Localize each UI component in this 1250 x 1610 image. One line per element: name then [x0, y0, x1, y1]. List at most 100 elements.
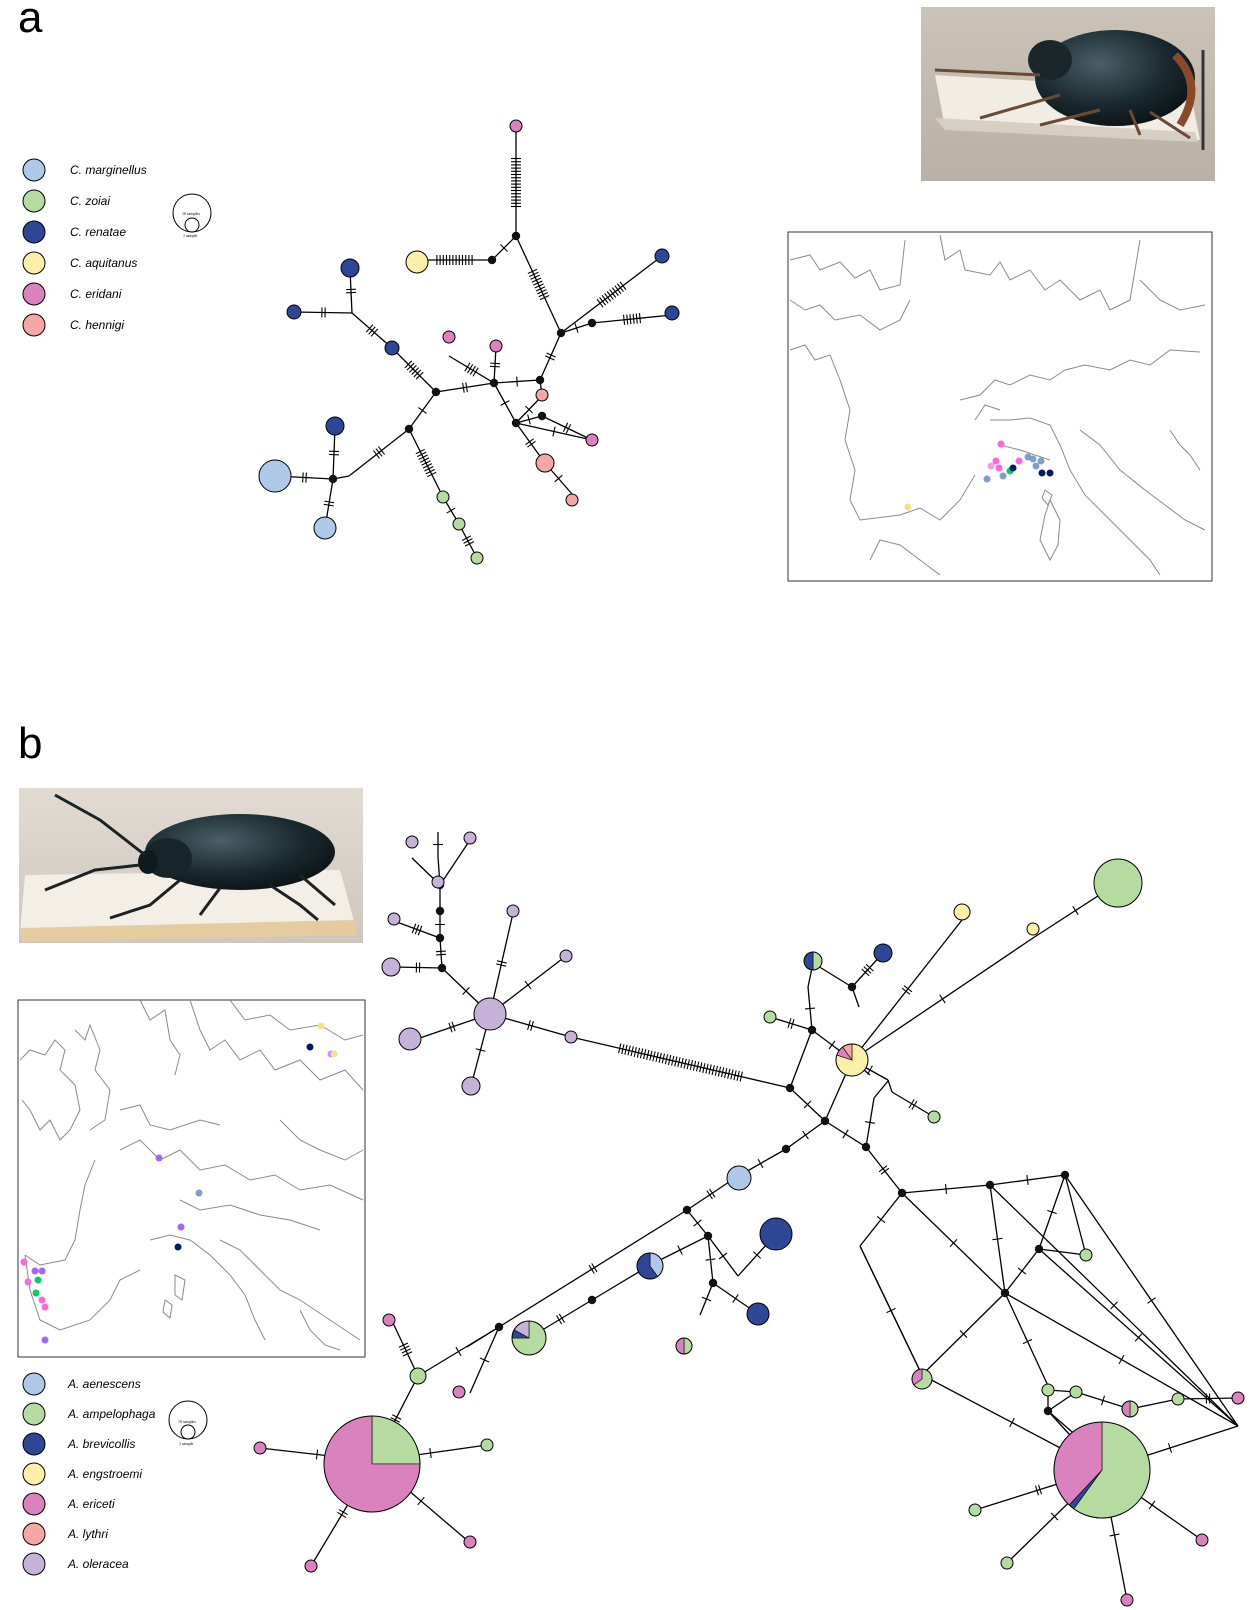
haplotype-node: [436, 490, 450, 504]
network-b-edge: [498, 1209, 688, 1328]
mutation-tick: [406, 362, 415, 371]
haplotype-node: [304, 1559, 318, 1573]
mutation-tick: [472, 367, 479, 377]
mutation-tick: [461, 535, 472, 541]
haplotype-node: [654, 248, 670, 264]
haplotype-node: [258, 459, 292, 493]
mutation-tick: [624, 1044, 628, 1055]
network-b-edge: [1177, 1397, 1239, 1400]
mutation-tick: [436, 953, 447, 956]
haplotype-outline: [1053, 1421, 1151, 1519]
network-b-edge: [887, 1079, 893, 1093]
haplotype-node: [431, 875, 445, 889]
haplotype-node: [489, 339, 503, 353]
mutation-tick: [635, 313, 638, 324]
mutation-tick: [632, 313, 635, 324]
mutation-tick: [677, 1245, 683, 1255]
mutation-tick: [658, 1052, 662, 1063]
mutation-tick: [1147, 1297, 1156, 1304]
mutation-tick: [683, 1058, 687, 1069]
network-a-edge: [591, 314, 673, 324]
mutation-tick: [500, 400, 510, 406]
mutation-tick: [730, 1069, 734, 1080]
haplotype-network-b: [253, 831, 1245, 1607]
median-vector-node: [487, 255, 497, 265]
mutation-tick: [390, 1417, 400, 1423]
mutation-tick: [527, 440, 536, 448]
network-a-edge: [515, 235, 562, 334]
legend-b: A. aenescens A. ampelophaga A. brevicoll…: [22, 1372, 156, 1576]
haplotype-node: [664, 305, 680, 321]
haplotype-node: [1041, 1383, 1055, 1397]
mutation-tick: [475, 1048, 486, 1052]
panel-label-b: b: [18, 719, 42, 768]
mutation-tick: [415, 371, 424, 380]
mutation-tick: [1047, 1209, 1057, 1215]
mutation-tick: [828, 1040, 836, 1050]
haplotype-node: [325, 416, 345, 436]
haplotype-node: [1093, 858, 1143, 908]
median-vector-node: [537, 411, 547, 421]
network-a-edge: [332, 426, 336, 480]
mutation-tick: [562, 422, 569, 433]
mutation-tick: [365, 324, 374, 333]
haplotype-node: [636, 1252, 664, 1280]
mutation-tick: [411, 367, 420, 376]
network-b-edge: [570, 1036, 791, 1089]
median-vector-node: [807, 1025, 817, 1035]
haplotype-node: [759, 1217, 793, 1251]
median-vector-node: [1060, 1170, 1070, 1180]
mutation-tick: [435, 950, 446, 953]
svg-text:A. engstroemi: A. engstroemi: [67, 1467, 142, 1481]
median-vector-node: [511, 418, 521, 428]
haplotype-node: [340, 258, 360, 278]
mutation-tick: [757, 1158, 764, 1169]
haplotype-node: [473, 997, 507, 1031]
network-b-edge: [769, 1016, 813, 1031]
mutation-tick: [733, 1070, 737, 1081]
mutation-tick: [616, 283, 624, 293]
mutation-tick: [1109, 1533, 1120, 1537]
haplotype-outline: [675, 1337, 693, 1355]
mutation-tick: [418, 407, 427, 414]
mutation-tick: [739, 1071, 743, 1082]
mutation-tick: [419, 457, 430, 463]
mutation-tick: [876, 1215, 886, 1224]
pie-slice: [1121, 1400, 1131, 1418]
median-vector-node: [435, 933, 445, 943]
mutation-tick: [1148, 1500, 1156, 1510]
mutation-tick: [324, 500, 335, 504]
haplotype-outline: [1121, 1400, 1139, 1418]
haplotype-node: [470, 551, 484, 565]
median-vector-node: [1043, 1406, 1053, 1416]
mutation-tick: [416, 451, 427, 458]
haplotype-node: [565, 493, 579, 507]
haplotype-node: [746, 1302, 770, 1326]
mutation-tick: [417, 925, 423, 936]
mutation-tick: [622, 314, 626, 325]
haplotype-node: [405, 250, 429, 274]
svg-text:C. zoiai: C. zoiai: [70, 194, 110, 208]
mutation-tick: [865, 963, 874, 972]
mutation-tick: [530, 274, 540, 280]
network-b-edge: [789, 1029, 813, 1089]
median-vector-node: [781, 1144, 791, 1154]
median-vector-node: [708, 1278, 718, 1288]
median-vector-node: [1034, 1244, 1044, 1254]
mutation-tick: [626, 314, 629, 325]
mutation-tick: [992, 1237, 1003, 1241]
haplotype-node: [535, 453, 555, 473]
mutation-tick: [686, 1059, 690, 1070]
network-a-edge: [539, 332, 562, 381]
haplotype-node: [463, 831, 477, 845]
mutation-tick: [636, 1047, 641, 1058]
mutation-tick: [305, 472, 307, 483]
mutation-tick: [546, 352, 556, 358]
haplotype-node: [1053, 1421, 1151, 1519]
mutation-tick: [392, 1414, 402, 1420]
size-key-b-small: 1 sample: [179, 1441, 194, 1446]
mutation-tick: [534, 283, 544, 289]
haplotype-node: [452, 517, 466, 531]
mutation-tick: [552, 426, 556, 437]
mutation-tick: [680, 1057, 684, 1068]
